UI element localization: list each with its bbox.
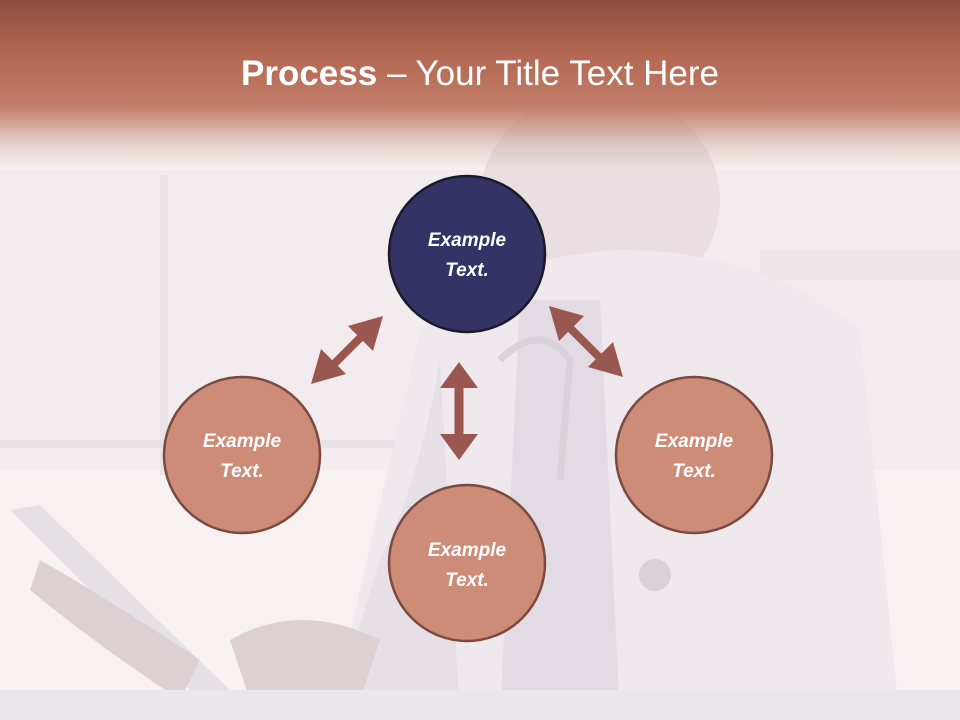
slide-title: Process – Your Title Text Here	[0, 50, 960, 98]
node-top: Example Text.	[387, 174, 547, 334]
node-top-line2: Text.	[445, 260, 489, 281]
title-bar	[0, 0, 960, 170]
title-bold: Process	[241, 54, 378, 93]
node-right: Example Text.	[614, 375, 774, 535]
node-left-line1: Example	[203, 431, 282, 452]
node-bottom: Example Text.	[387, 483, 547, 643]
arrow-top-right	[549, 306, 623, 377]
title-rest: – Your Title Text Here	[377, 54, 719, 93]
node-top-line1: Example	[428, 230, 507, 251]
arrow-top-left	[311, 316, 383, 384]
node-bottom-line2: Text.	[445, 570, 489, 591]
node-left: Example Text.	[162, 375, 322, 535]
node-bottom-line1: Example	[428, 540, 507, 561]
node-right-line1: Example	[655, 431, 734, 452]
node-right-line2: Text.	[672, 461, 716, 482]
arrow-vertical	[440, 362, 478, 460]
node-left-line2: Text.	[220, 461, 264, 482]
